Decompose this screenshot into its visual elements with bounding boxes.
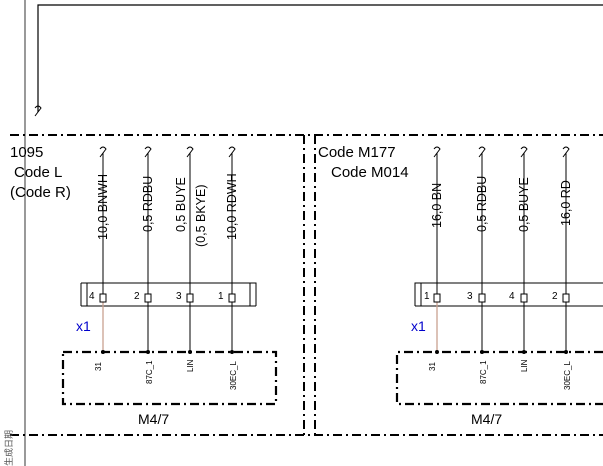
wire-break-mark <box>433 146 441 158</box>
wire-label: 0,5 RDBU <box>475 176 489 232</box>
terminal-label: 87C_1 <box>145 360 154 384</box>
wire-label: 0,5 BUYE <box>174 177 188 232</box>
pin-number: 2 <box>134 291 140 302</box>
terminal-label: 31 <box>428 362 437 371</box>
section-2-module-box <box>395 350 603 406</box>
section-2-wire-1: 16,0 BN 1 31 <box>424 146 444 371</box>
wire-break-mark <box>186 146 194 158</box>
pin-terminal <box>99 293 107 303</box>
wire-break-mark <box>562 146 570 158</box>
wire-break-mark <box>520 146 528 158</box>
section-1-wire-1: 10,0 BNWH 4 31 <box>89 146 110 371</box>
pin-terminal <box>144 293 152 303</box>
wire-label-alt: (0,5 BKYE) <box>194 184 208 247</box>
section-2: Code M177 Code M014 x1 M4/7 16,0 BN 1 31… <box>318 144 603 427</box>
junction-dot <box>435 350 439 354</box>
pin-terminal <box>520 293 528 303</box>
upper-frame-break <box>34 105 42 117</box>
terminal-label: 87C_1 <box>479 360 488 384</box>
wire-break-mark <box>478 146 486 158</box>
wire-break-mark <box>99 146 107 158</box>
terminal-label: 30EC_L <box>229 361 238 390</box>
section-1-code-line-1: 1095 <box>10 144 43 161</box>
section-2-wire-2: 0,5 RDBU 3 87C_1 <box>467 146 489 384</box>
pin-number: 1 <box>218 291 224 302</box>
section-2-code-line-1: Code M177 <box>318 144 396 161</box>
terminal-label: 31 <box>94 362 103 371</box>
section-1: 1095 Code L (Code R) x1 M4/7 10,0 BNWH 4… <box>10 144 278 427</box>
pin-terminal <box>186 293 194 303</box>
pin-number: 3 <box>467 291 473 302</box>
section-1-wire-2: 0,5 RDBU 2 87C_1 <box>134 146 155 384</box>
wire-label: 0,5 BUYE <box>517 177 531 232</box>
pin-number: 2 <box>552 291 558 302</box>
section-2-wire-4: 16,0 RD 2 30EC_L <box>552 146 573 390</box>
wire-label: 16,0 BN <box>430 183 444 228</box>
section-1-module-box <box>61 350 278 406</box>
wire-break-mark <box>228 146 236 158</box>
junction-dot <box>564 350 568 354</box>
junction-dot <box>230 350 234 354</box>
pin-terminal <box>478 293 486 303</box>
pin-number: 4 <box>89 291 95 302</box>
pin-terminal <box>433 293 441 303</box>
section-1-connector-label: x1 <box>76 318 91 334</box>
junction-dot <box>522 350 526 354</box>
section-1-module-label: M4/7 <box>138 411 169 427</box>
pin-terminal <box>562 293 570 303</box>
watermark-text: 生成日期 <box>3 430 14 466</box>
wire-label: 16,0 RD <box>559 180 573 226</box>
pin-number: 1 <box>424 291 430 302</box>
wire-label: 10,0 BNWH <box>96 174 110 240</box>
section-2-connector-housing <box>414 282 603 307</box>
section-1-code-line-2: Code L <box>14 164 62 181</box>
wire-label: 0,5 RDBU <box>141 176 155 232</box>
section-1-wire-3: 0,5 BUYE (0,5 BKYE) 3 LIN <box>174 146 208 372</box>
terminal-label: LIN <box>186 359 195 372</box>
section-2-connector-label: x1 <box>411 318 426 334</box>
terminal-label: 30EC_L <box>563 361 572 390</box>
upper-frame-line <box>37 4 603 112</box>
junction-dot <box>188 350 192 354</box>
pin-number: 4 <box>509 291 515 302</box>
junction-dot <box>146 350 150 354</box>
section-2-code-line-2: Code M014 <box>331 164 409 181</box>
pin-terminal <box>228 293 236 303</box>
section-1-code-line-3: (Code R) <box>10 184 71 201</box>
wire-label: 10,0 RDWH <box>225 173 239 240</box>
junction-dot <box>480 350 484 354</box>
junction-dot <box>101 350 105 354</box>
section-2-module-label: M4/7 <box>471 411 502 427</box>
terminal-label: LIN <box>520 359 529 372</box>
section-1-connector-housing <box>80 282 257 307</box>
section-1-wire-4: 10,0 RDWH 1 30EC_L <box>218 146 239 390</box>
wire-break-mark <box>144 146 152 158</box>
pin-number: 3 <box>176 291 182 302</box>
section-2-wire-3: 0,5 BUYE 4 LIN <box>509 146 531 372</box>
